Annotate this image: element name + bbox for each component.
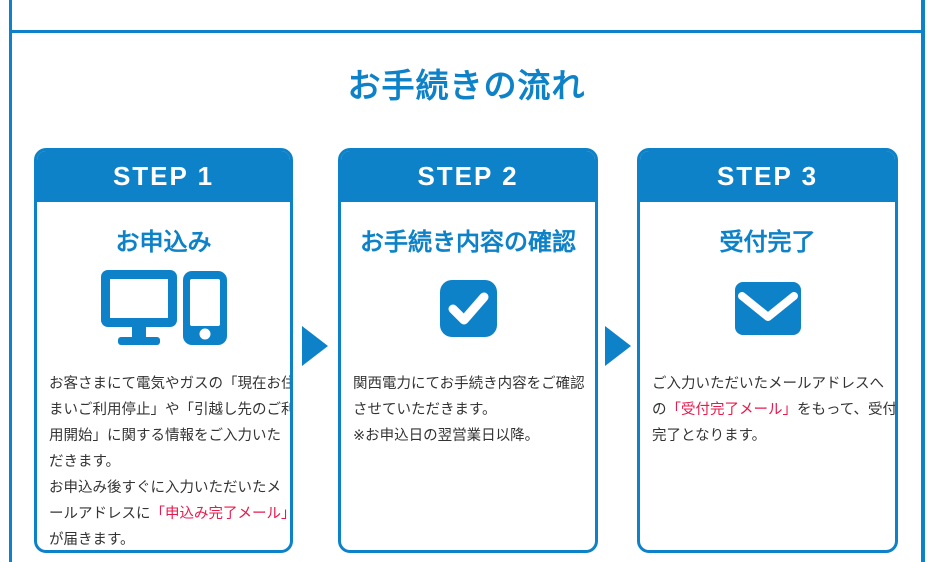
checkbox-icon bbox=[439, 279, 497, 337]
step2-title: お手続き内容の確認 bbox=[360, 229, 576, 256]
description-line: 用開始」に関する情報をご入力いた bbox=[49, 428, 281, 444]
page-title: お手続きの流れ bbox=[347, 67, 586, 104]
description-line: の「受付完了メール」をもって、受付 bbox=[652, 402, 898, 418]
arrow-right-icon bbox=[605, 326, 631, 366]
description-line: ご入力いただいたメールアドレスへ bbox=[652, 376, 884, 392]
description-line: 関西電力にてお手続き内容をご確認 bbox=[353, 376, 585, 392]
monitor-icon bbox=[100, 270, 227, 345]
left-frame-border bbox=[9, 0, 12, 562]
step1-description: お客さまにて電気やガスの「現在お住まいご利用停止」や「引越し先のご利用開始」に関… bbox=[37, 371, 293, 550]
step3-title: 受付完了 bbox=[719, 229, 816, 256]
step3-header: STEP 3 bbox=[640, 151, 895, 202]
step3-icon-box bbox=[640, 266, 895, 350]
step1-icon-box bbox=[37, 266, 290, 350]
step1-title: お申込み bbox=[115, 229, 212, 256]
step1-header: STEP 1 bbox=[37, 151, 290, 202]
smartphone-icon bbox=[182, 271, 227, 345]
description-line: だきます。 bbox=[49, 454, 121, 470]
step2-description: 関西電力にてお手続き内容をご確認させていただきます。 ※お申込日の翌営業日以降。 bbox=[341, 371, 595, 449]
mail-icon bbox=[734, 281, 801, 335]
description-line: 完了となります。 bbox=[652, 428, 767, 444]
right-frame-border bbox=[921, 0, 925, 562]
step3-card: STEP 3 受付完了 ご入力いただいたメールアドレスへの「受付完了メール」をも… bbox=[637, 148, 898, 553]
step2-header: STEP 2 bbox=[341, 151, 595, 202]
description-line: お申込み後すぐに入力いただいたメ bbox=[49, 480, 281, 496]
description-line: ールアドレスに「申込み完了メール」 bbox=[49, 506, 293, 522]
description-line: まいご利用停止」や「引越し先のご利 bbox=[49, 402, 293, 418]
description-line: が届きます。 bbox=[49, 532, 135, 548]
description-line: ※お申込日の翌営業日以降。 bbox=[353, 428, 540, 444]
step2-icon-box bbox=[341, 266, 595, 350]
arrow-right-icon bbox=[302, 326, 328, 366]
description-line: させていただきます。 bbox=[353, 402, 497, 418]
step3-description: ご入力いただいたメールアドレスへの「受付完了メール」をもって、受付完了となります… bbox=[640, 371, 895, 449]
step1-card: STEP 1 お申込み お客さまにて電気やガスの「現在お住まいご利用停止」や「引… bbox=[34, 148, 293, 553]
description-line: お客さまにて電気やガスの「現在お住 bbox=[49, 376, 293, 392]
section-divider bbox=[9, 30, 925, 33]
step2-card: STEP 2 お手続き内容の確認 関西電力にてお手続き内容をご確認させていただき… bbox=[338, 148, 598, 553]
